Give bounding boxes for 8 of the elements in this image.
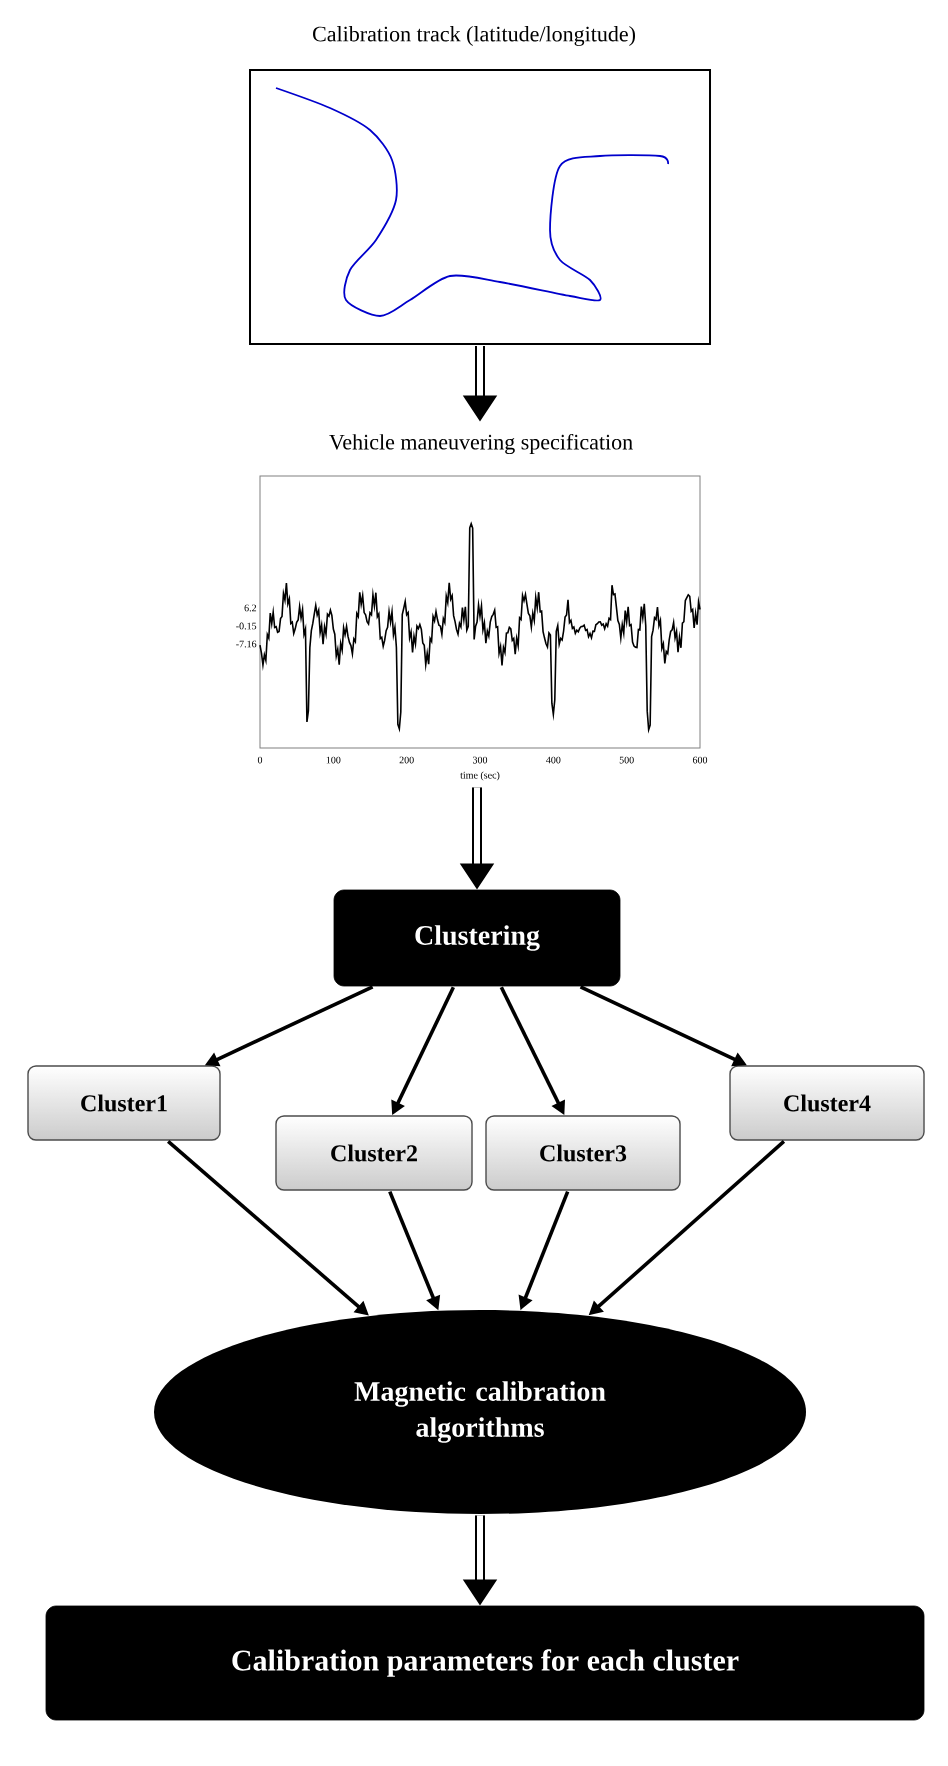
process-box: Calibration parameters for each cluster — [45, 1605, 925, 1721]
node-heading: Calibration track (latitude/longitude) — [313, 26, 635, 46]
cluster-box: Cluster4 — [729, 1065, 925, 1141]
process-box: Clustering — [333, 889, 621, 987]
node-heading: Vehicle maneuvering specification — [329, 433, 633, 455]
cluster-box: Cluster1 — [27, 1065, 221, 1141]
cluster-box: Cluster3 — [485, 1115, 681, 1191]
cluster-box: Cluster2 — [275, 1115, 473, 1191]
